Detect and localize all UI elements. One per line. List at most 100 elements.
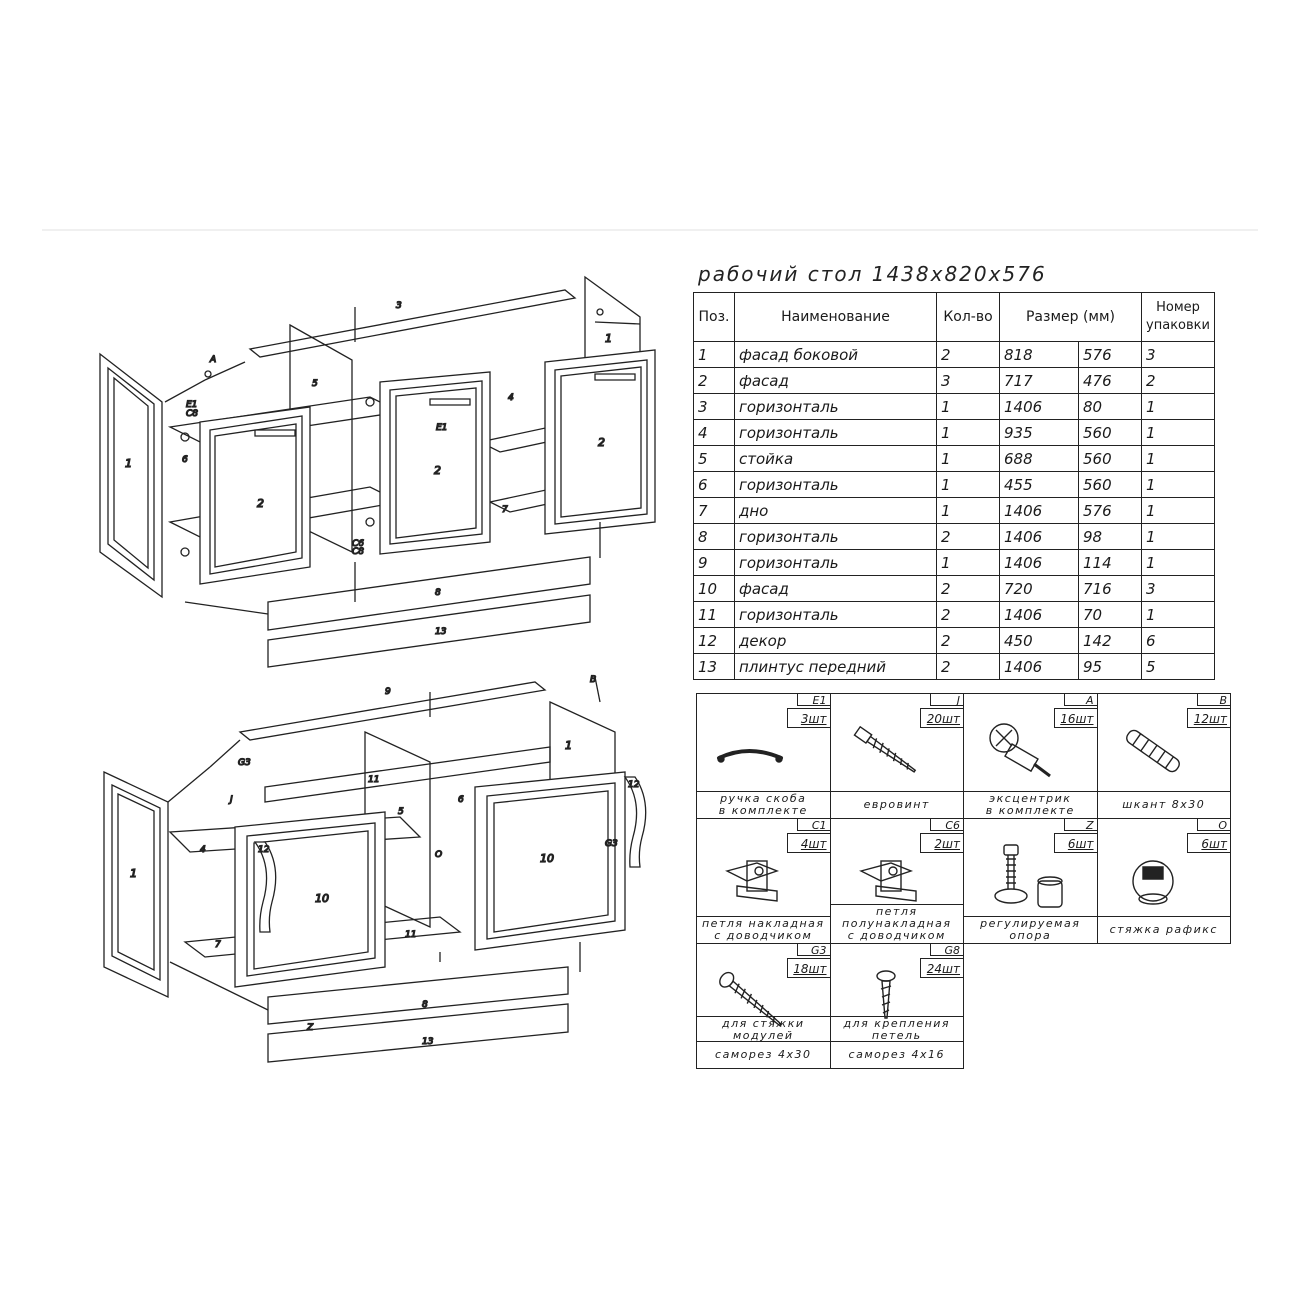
cell-pos: 5	[693, 445, 735, 472]
handle-icon	[717, 749, 783, 763]
hardware-code: B	[1197, 694, 1231, 707]
cell-a: 1406	[999, 393, 1079, 420]
hardware-code: Z	[1063, 819, 1097, 832]
cell-qty: 2	[936, 575, 1000, 602]
cell-a: 720	[999, 575, 1079, 602]
cell-b: 576	[1077, 497, 1143, 524]
label-b-G3-right: G3	[605, 839, 618, 849]
hardware-caption: евровинт	[830, 791, 963, 818]
cell-name: горизонталь	[734, 419, 937, 446]
cell-pos: 10	[693, 575, 735, 602]
top-assembly: 1 1 2 2 2 3 4 5 6 7 8 13 A E1 C8 E1 C6 C…	[100, 277, 655, 667]
label-b-J: J	[228, 795, 233, 805]
cell-name: горизонталь	[734, 393, 937, 420]
cell-pos: 2	[693, 367, 735, 394]
label-4: 4	[508, 393, 514, 403]
cell-b: 114	[1077, 549, 1143, 576]
header-qty: Кол-во	[936, 292, 1000, 342]
cell-a: 717	[999, 367, 1079, 394]
cell-a: 455	[999, 471, 1079, 498]
cell-qty: 1	[936, 497, 1000, 524]
cell-pos: 13	[693, 653, 735, 680]
hardware-caption-line1: петля накладная	[701, 917, 825, 930]
screw-long-icon	[719, 971, 782, 1027]
cell-name: горизонталь	[734, 601, 937, 628]
label-13: 13	[435, 627, 447, 637]
label-2-c: 2	[598, 436, 605, 449]
cell-pack: 1	[1141, 471, 1215, 498]
cell-b: 560	[1077, 419, 1143, 446]
label-2-b: 2	[434, 464, 441, 477]
hardware-caption: шкант 8x30	[1097, 791, 1230, 818]
label-3: 3	[396, 301, 402, 311]
cell-qty: 1	[936, 419, 1000, 446]
cell-pos: 11	[693, 601, 735, 628]
top-separator	[42, 229, 1258, 231]
cell-pack: 1	[1141, 549, 1215, 576]
cell-a: 935	[999, 419, 1079, 446]
cell-name: фасад	[734, 575, 937, 602]
cell-name: плинтус передний	[734, 653, 937, 680]
label-b-O: O	[435, 850, 442, 860]
label-8: 8	[435, 588, 441, 598]
label-b-G3: G3	[238, 758, 251, 768]
header-pack: Номер упаковки	[1141, 292, 1215, 342]
cell-pos: 7	[693, 497, 735, 524]
cell-a: 450	[999, 627, 1079, 654]
cell-qty: 3	[936, 367, 1000, 394]
cell-pack: 1	[1141, 601, 1215, 628]
cell-qty: 2	[936, 601, 1000, 628]
label-5: 5	[312, 379, 318, 389]
cell-a: 1406	[999, 653, 1079, 680]
screw-short-icon	[875, 970, 896, 1019]
label-b-12b: 12	[628, 780, 640, 790]
hardware-caption-line2: в комплекте	[718, 804, 808, 817]
cell-a: 818	[999, 341, 1079, 368]
hardware-code: C1	[796, 819, 830, 832]
label-1-right: 1	[605, 332, 612, 345]
cell-name: стойка	[734, 445, 937, 472]
cell-a: 1406	[999, 601, 1079, 628]
cell-b: 576	[1077, 341, 1143, 368]
top-facade-middle	[380, 372, 490, 554]
label-C8-mid: C8	[352, 547, 364, 557]
hardware-caption-line1: эксцентрик	[989, 792, 1072, 805]
label-b-10b: 10	[540, 852, 554, 865]
label-2-a: 2	[257, 497, 264, 510]
hardware-caption: для крепления петель	[830, 1016, 963, 1043]
cell-b: 716	[1077, 575, 1143, 602]
hardware-caption-line2: с доводчиком	[847, 929, 946, 942]
header-size: Размер (мм)	[999, 292, 1142, 342]
dowel-icon	[1125, 729, 1180, 773]
label-b-12a: 12	[258, 845, 270, 855]
header-pack-line1: Номер	[1156, 300, 1200, 315]
label-b-11a: 11	[368, 775, 379, 785]
cell-name: декор	[734, 627, 937, 654]
cell-pack: 5	[1141, 653, 1215, 680]
label-b-1-left: 1	[130, 867, 137, 880]
cell-pack: 6	[1141, 627, 1215, 654]
cell-a: 1406	[999, 549, 1079, 576]
cell-b: 560	[1077, 445, 1143, 472]
label-b-11b: 11	[405, 930, 416, 940]
hardware-code: G3	[796, 944, 830, 957]
top-facade-left	[200, 407, 310, 584]
cell-b: 95	[1077, 653, 1143, 680]
cell-pack: 3	[1141, 341, 1215, 368]
cell-name: горизонталь	[734, 523, 937, 550]
